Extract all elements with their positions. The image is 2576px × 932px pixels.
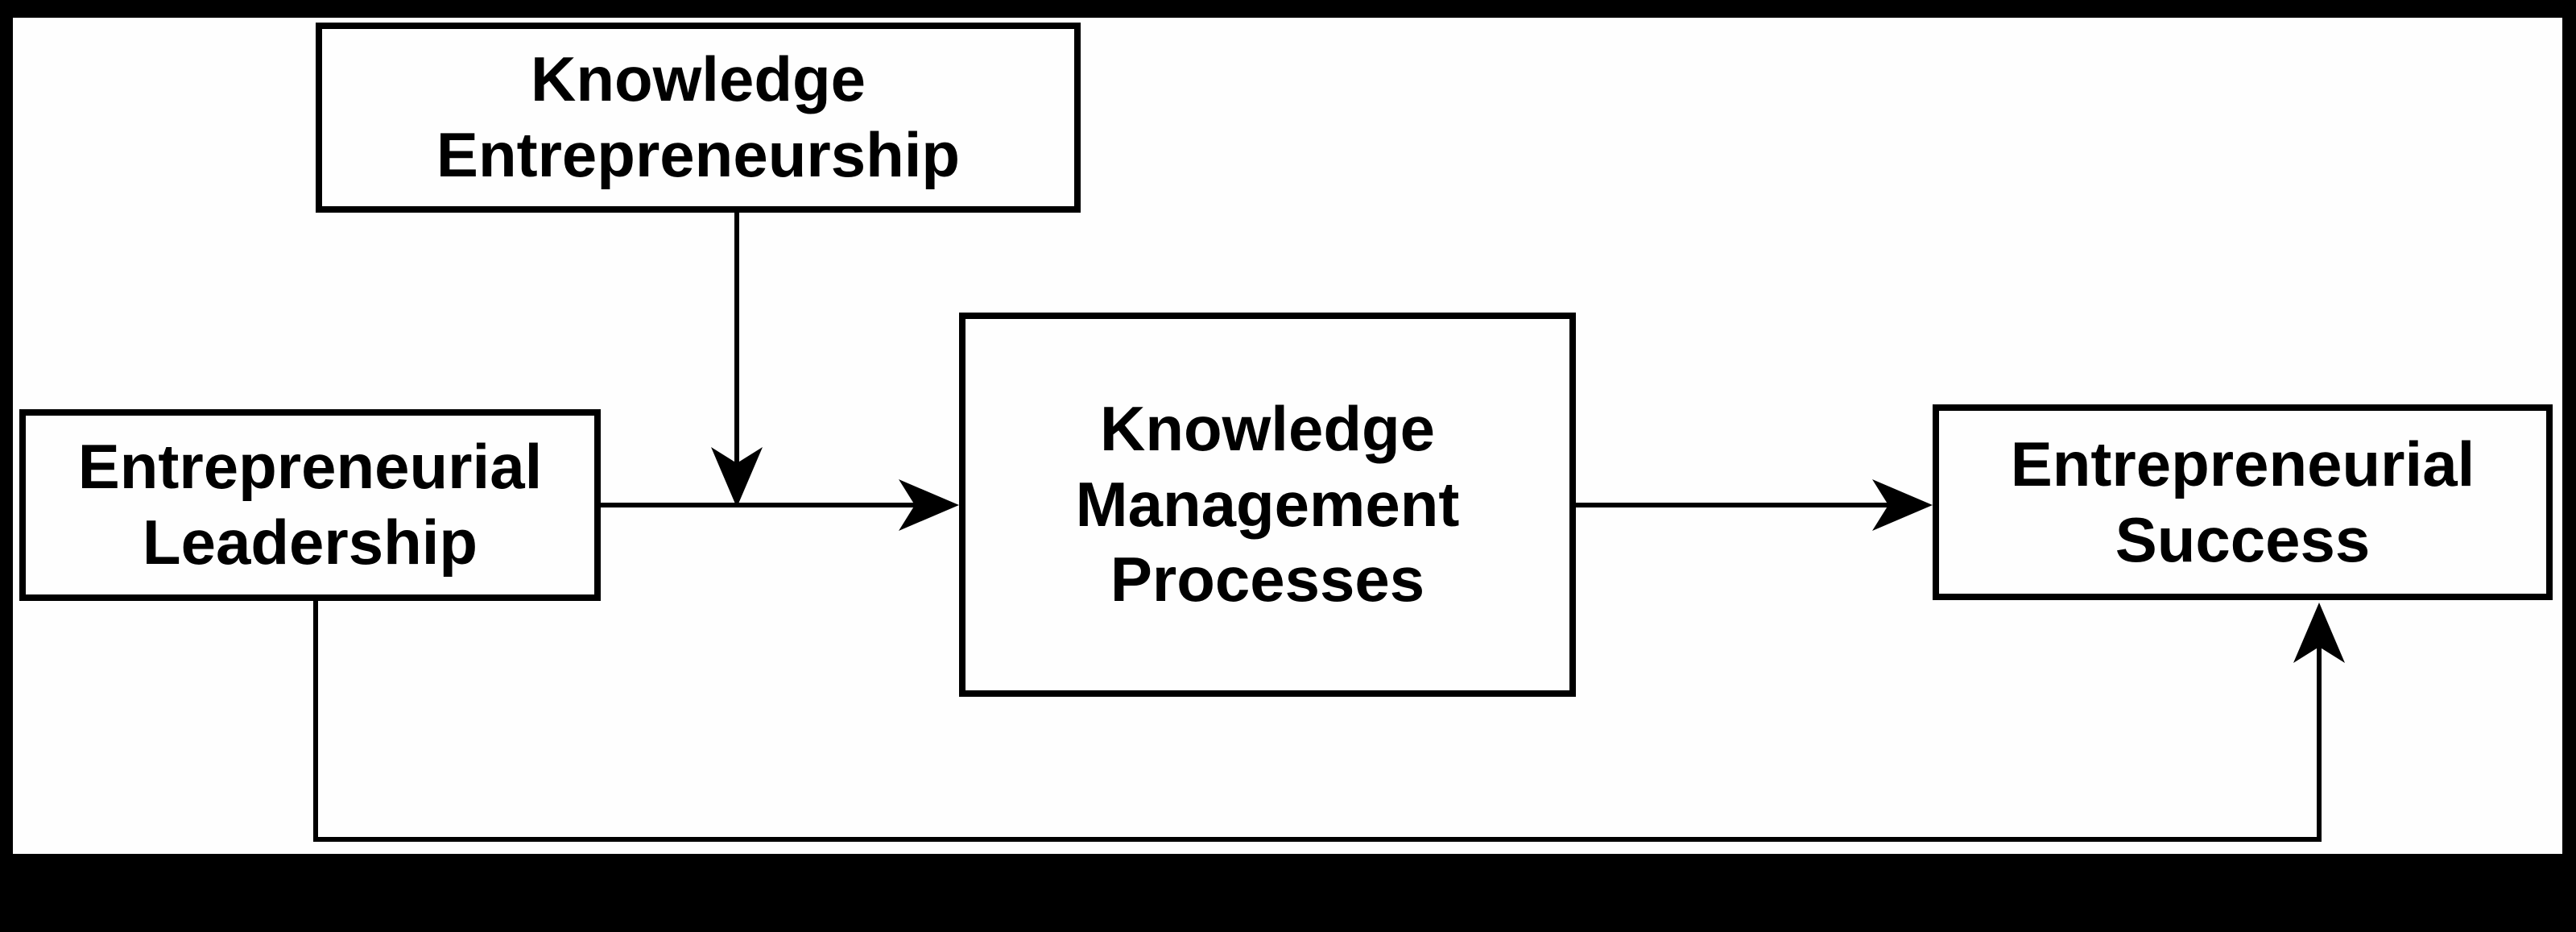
node-knowledge-entrepreneurship: Knowledge Entrepreneurship — [316, 23, 1081, 213]
node-knowledge-entrepreneurship-label: Knowledge Entrepreneurship — [436, 43, 961, 190]
node-entrepreneurial-leadership: Entrepreneurial Leadership — [19, 409, 601, 601]
arrowhead-down-ke-icon — [711, 447, 763, 507]
arrowhead-right-kmp-to-es-icon — [1872, 479, 1933, 531]
node-entrepreneurial-leadership-label: Entrepreneurial Leadership — [77, 431, 543, 578]
node-knowledge-management-processes: Knowledge Management Processes — [959, 313, 1576, 697]
node-entrepreneurial-success: Entrepreneurial Success — [1933, 404, 2553, 600]
node-knowledge-management-processes-label: Knowledge Management Processes — [1075, 393, 1460, 615]
node-entrepreneurial-success-label: Entrepreneurial Success — [2010, 428, 2475, 575]
arrowhead-right-el-to-kmp-icon — [899, 479, 959, 531]
arrow-el-to-es-feedback-path — [313, 599, 2322, 842]
arrowhead-up-es-icon — [2293, 603, 2345, 663]
